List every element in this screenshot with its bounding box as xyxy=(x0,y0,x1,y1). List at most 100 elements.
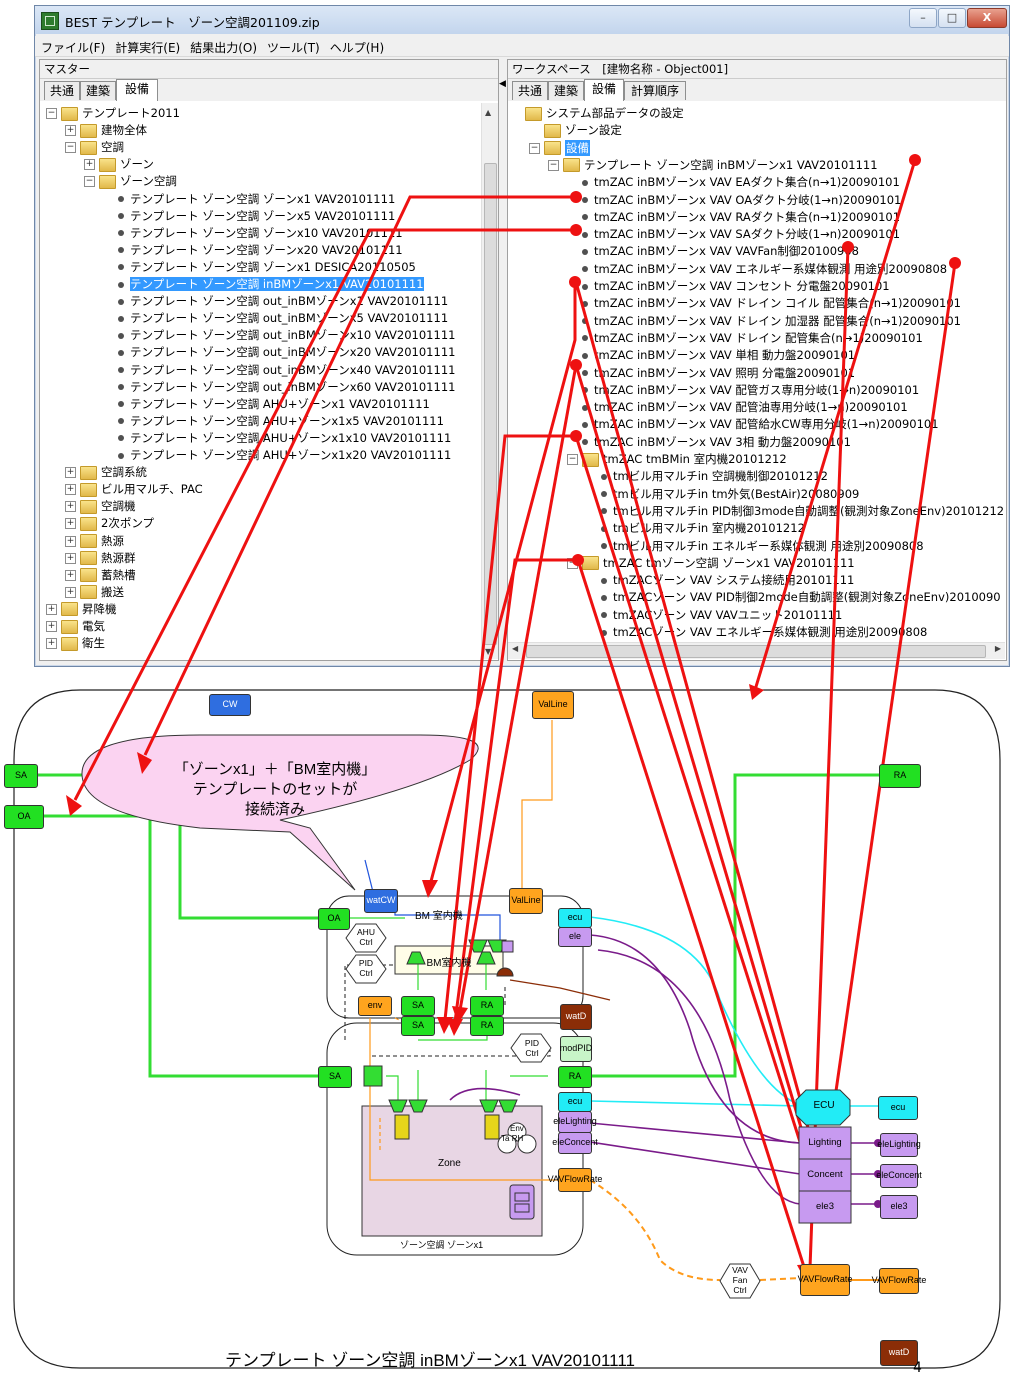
tree-item[interactable]: tmZAC inBMゾーンx VAV RAダクト集合(n→1)20090101 xyxy=(567,209,900,226)
expand-icon[interactable]: + xyxy=(84,159,95,171)
tree-item[interactable]: tmZACゾーン VAV エネルギー系媒体観測 用途別20090808 xyxy=(586,624,927,641)
expand-icon[interactable]: + xyxy=(65,586,76,598)
tree-item[interactable]: +2次ポンプ xyxy=(65,515,154,532)
menu-output[interactable]: 結果出力(O) xyxy=(190,41,258,55)
tree-item[interactable]: +建物全体 xyxy=(65,122,147,139)
collapse-icon[interactable]: − xyxy=(46,108,57,119)
tree-item[interactable]: tmZAC inBMゾーンx VAV 照明 分電盤20090101 xyxy=(567,365,855,382)
tree-item[interactable]: −テンプレート2011 xyxy=(46,105,180,122)
tree-item[interactable]: −tmZAC tmBMin 室内機20101212 xyxy=(567,451,787,468)
splitter[interactable]: ◀ xyxy=(498,59,506,659)
tree-item[interactable]: tmZAC inBMゾーンx VAV EAダクト集合(n→1)20090101 xyxy=(567,174,900,191)
expand-icon[interactable]: + xyxy=(46,638,57,650)
tree-item[interactable]: テンプレート ゾーン空調 inBMゾーンx1 VAV20101111 xyxy=(103,276,424,293)
tree-item[interactable]: テンプレート ゾーン空調 AHU+ゾーンx1x5 VAV20101111 xyxy=(103,413,444,430)
tab-equipment[interactable]: 設備 xyxy=(584,79,624,101)
minimize-button[interactable]: – xyxy=(909,8,937,28)
tree-item[interactable]: テンプレート ゾーン空調 ゾーンx1 VAV20101111 xyxy=(103,191,395,208)
tree-item[interactable]: tmZAC inBMゾーンx VAV 3相 動力盤20090101 xyxy=(567,434,851,451)
tree-item[interactable]: テンプレート ゾーン空調 out_inBMゾーンx1 VAV20101111 xyxy=(103,293,448,310)
tree-item[interactable]: テンプレート ゾーン空調 out_inBMゾーンx20 VAV20101111 xyxy=(103,344,455,361)
scroll-up-arrow-icon[interactable]: ▲ xyxy=(485,108,492,117)
tab-common[interactable]: 共通 xyxy=(512,81,548,100)
tree-item[interactable]: tmZAC inBMゾーンx VAV 配管給水CW専用分岐(1→n)200901… xyxy=(567,416,939,433)
menu-tools[interactable]: ツール(T) xyxy=(267,41,320,55)
tab-architecture[interactable]: 建築 xyxy=(548,81,584,100)
tree-item[interactable]: テンプレート ゾーン空調 out_inBMゾーンx40 VAV20101111 xyxy=(103,362,455,379)
expand-icon[interactable]: + xyxy=(65,501,76,513)
tree-item[interactable]: +熱源群 xyxy=(65,550,136,567)
expand-icon[interactable]: + xyxy=(65,552,76,564)
tree-item[interactable]: tmZAC inBMゾーンx VAV コンセント 分電盤20090101 xyxy=(567,278,890,295)
menu-run[interactable]: 計算実行(E) xyxy=(115,41,181,55)
tree-item[interactable]: tmビル用マルチin 空調機制御20101212 xyxy=(586,468,828,485)
collapse-icon[interactable]: − xyxy=(548,159,559,171)
tree-item[interactable]: +搬送 xyxy=(65,584,124,601)
scroll-thumb[interactable] xyxy=(526,645,986,658)
tree-item[interactable]: +ゾーン xyxy=(84,156,154,173)
tab-common[interactable]: 共通 xyxy=(44,81,80,100)
tree-item[interactable]: +電気 xyxy=(46,618,105,635)
tree-item[interactable]: −空調 xyxy=(65,139,124,156)
master-scrollbar[interactable]: ▲ ▼ xyxy=(481,103,498,659)
collapse-icon[interactable]: − xyxy=(65,142,76,154)
tree-item[interactable]: tmZAC inBMゾーンx VAV OAダクト分岐(1→n)20090101 xyxy=(567,192,901,209)
tree-item[interactable]: −設備 xyxy=(529,139,590,157)
splitter-arrow-icon[interactable]: ◀ xyxy=(499,79,506,89)
tree-item[interactable]: +空調機 xyxy=(65,498,136,515)
collapse-icon[interactable]: − xyxy=(567,454,578,465)
expand-icon[interactable]: + xyxy=(65,484,76,496)
tree-item[interactable]: tmビル用マルチin tm外気(BestAir)20080909 xyxy=(586,486,859,503)
tree-item[interactable]: +衛生 xyxy=(46,635,105,652)
scroll-right-arrow-icon[interactable]: ▶ xyxy=(994,644,1001,653)
tree-item[interactable]: テンプレート ゾーン空調 AHU+ゾーンx1x20 VAV20101111 xyxy=(103,447,451,464)
maximize-button[interactable]: □ xyxy=(938,8,966,28)
collapse-icon[interactable]: − xyxy=(529,142,540,154)
tree-item[interactable]: −テンプレート ゾーン空調 inBMゾーンx1 VAV20101111 xyxy=(548,157,878,174)
tree-item[interactable]: +熱源 xyxy=(65,533,124,550)
tab-calc-order[interactable]: 計算順序 xyxy=(624,81,686,100)
tree-item[interactable]: tmZAC inBMゾーンx VAV SAダクト分岐(1→n)20090101 xyxy=(567,226,900,243)
tree-item[interactable]: tmZAC inBMゾーンx VAV ドレイン 加湿器 配管集合(n→1)200… xyxy=(567,313,961,330)
tree-item[interactable]: テンプレート ゾーン空調 out_inBMゾーンx60 VAV20101111 xyxy=(103,379,455,396)
tree-item[interactable]: テンプレート ゾーン空調 AHU+ゾーンx1x10 VAV20101111 xyxy=(103,430,451,447)
tree-item[interactable]: tmZAC inBMゾーンx VAV VAVFan制御20100908 xyxy=(567,243,859,260)
collapse-icon[interactable]: − xyxy=(84,176,95,188)
expand-icon[interactable]: + xyxy=(46,603,57,615)
tree-item[interactable]: tmZAC inBMゾーンx VAV 単相 動力盤20090101 xyxy=(567,347,855,364)
menu-file[interactable]: ファイル(F) xyxy=(41,41,106,55)
tree-item[interactable]: テンプレート ゾーン空調 out_inBMゾーンx10 VAV20101111 xyxy=(103,327,455,344)
tree-item[interactable]: テンプレート ゾーン空調 ゾーンx20 VAV20101111 xyxy=(103,242,403,259)
scroll-down-arrow-icon[interactable]: ▼ xyxy=(485,647,492,656)
tree-item[interactable]: tmZAC inBMゾーンx VAV ドレイン 配管集合(n→1)2009010… xyxy=(567,330,923,347)
tree-item[interactable]: +昇降機 xyxy=(46,601,117,618)
workspace-hscrollbar[interactable]: ◀ ▶ xyxy=(508,642,1005,659)
expand-icon[interactable]: + xyxy=(65,569,76,581)
tree-item[interactable]: テンプレート ゾーン空調 out_inBMゾーンx5 VAV20101111 xyxy=(103,310,448,327)
expand-icon[interactable]: + xyxy=(65,125,76,137)
tree-item[interactable]: tmZAC inBMゾーンx VAV 配管油専用分岐(1→n)20090101 xyxy=(567,399,908,416)
tree-item[interactable]: tmZACゾーン VAV PID制御2mode自動調整(観測対象ZoneEnv)… xyxy=(586,589,1001,606)
expand-icon[interactable]: + xyxy=(65,467,76,479)
tree-item[interactable]: +蓄熱槽 xyxy=(65,567,136,584)
tree-item[interactable]: tmZACゾーン VAV VAVユニット20101111 xyxy=(586,607,842,624)
expand-icon[interactable]: + xyxy=(65,518,76,530)
tree-item[interactable]: tmZAC inBMゾーンx VAV エネルギー系媒体観測 用途別2009080… xyxy=(567,261,947,278)
tree-item[interactable]: +空調系統 xyxy=(65,464,147,481)
scroll-thumb[interactable] xyxy=(484,163,497,645)
tab-equipment[interactable]: 設備 xyxy=(116,79,158,101)
expand-icon[interactable]: + xyxy=(65,535,76,547)
tree-item[interactable]: テンプレート ゾーン空調 ゾーンx1 DESICA20110505 xyxy=(103,259,416,276)
close-button[interactable]: X xyxy=(967,8,1007,28)
tree-item[interactable]: ゾーン設定 xyxy=(529,122,622,139)
tree-item[interactable]: tmビル用マルチin エネルギー系媒体観測 用途別20090808 xyxy=(586,538,924,555)
scroll-left-arrow-icon[interactable]: ◀ xyxy=(512,644,519,653)
menu-help[interactable]: ヘルプ(H) xyxy=(329,41,385,55)
tree-item[interactable]: テンプレート ゾーン空調 ゾーンx10 VAV20101111 xyxy=(103,225,403,242)
tree-item[interactable]: テンプレート ゾーン空調 ゾーンx5 VAV20101111 xyxy=(103,208,395,225)
tree-item[interactable]: システム部品データの設定 xyxy=(510,105,684,122)
expand-icon[interactable]: + xyxy=(46,621,57,632)
tree-item[interactable]: tmZACゾーン VAV システム接続用20101111 xyxy=(586,572,854,589)
tab-architecture[interactable]: 建築 xyxy=(80,81,116,100)
tree-item[interactable]: +ビル用マルチ、PAC xyxy=(65,481,203,498)
